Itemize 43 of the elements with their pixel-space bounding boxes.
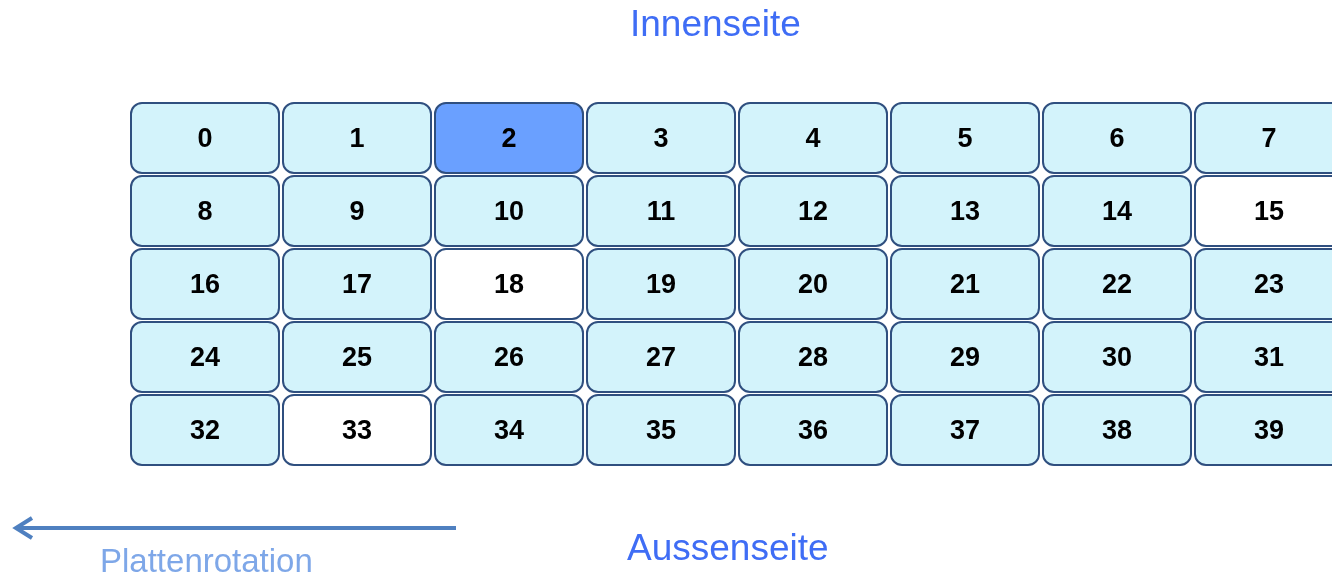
numbered-cell: 38 — [1042, 394, 1192, 466]
numbered-cell: 37 — [890, 394, 1040, 466]
numbered-cell: 18 — [434, 248, 584, 320]
numbered-cell: 13 — [890, 175, 1040, 247]
numbered-cell: 31 — [1194, 321, 1332, 393]
numbered-cell: 3 — [586, 102, 736, 174]
numbered-cell: 21 — [890, 248, 1040, 320]
numbered-cell: 5 — [890, 102, 1040, 174]
numbered-cell: 27 — [586, 321, 736, 393]
numbered-cell: 14 — [1042, 175, 1192, 247]
numbered-cell: 0 — [130, 102, 280, 174]
numbered-cell: 39 — [1194, 394, 1332, 466]
numbered-cell: 11 — [586, 175, 736, 247]
numbered-cell: 26 — [434, 321, 584, 393]
side-label: Plattenrotation — [100, 542, 313, 578]
side-label: Innenseite — [630, 3, 801, 45]
numbered-cell: 35 — [586, 394, 736, 466]
numbered-cell: 30 — [1042, 321, 1192, 393]
numbered-cell: 4 — [738, 102, 888, 174]
numbered-cell: 15 — [1194, 175, 1332, 247]
numbered-cell: 6 — [1042, 102, 1192, 174]
numbered-cell: 2 — [434, 102, 584, 174]
numbered-cell: 12 — [738, 175, 888, 247]
numbered-cell: 28 — [738, 321, 888, 393]
numbered-cell: 29 — [890, 321, 1040, 393]
numbered-cell: 25 — [282, 321, 432, 393]
numbered-cell: 19 — [586, 248, 736, 320]
numbered-cell: 17 — [282, 248, 432, 320]
numbered-cell: 9 — [282, 175, 432, 247]
numbered-cell: 22 — [1042, 248, 1192, 320]
numbered-cell: 34 — [434, 394, 584, 466]
numbered-cell: 32 — [130, 394, 280, 466]
numbered-cell: 24 — [130, 321, 280, 393]
numbered-cell: 20 — [738, 248, 888, 320]
numbered-cell: 7 — [1194, 102, 1332, 174]
numbered-cell: 16 — [130, 248, 280, 320]
numbered-cell: 1 — [282, 102, 432, 174]
numbered-cell: 36 — [738, 394, 888, 466]
numbered-cell: 10 — [434, 175, 584, 247]
numbered-cell: 23 — [1194, 248, 1332, 320]
numbered-cell: 33 — [282, 394, 432, 466]
numbered-cell: 8 — [130, 175, 280, 247]
side-label: Aussenseite — [627, 527, 829, 569]
